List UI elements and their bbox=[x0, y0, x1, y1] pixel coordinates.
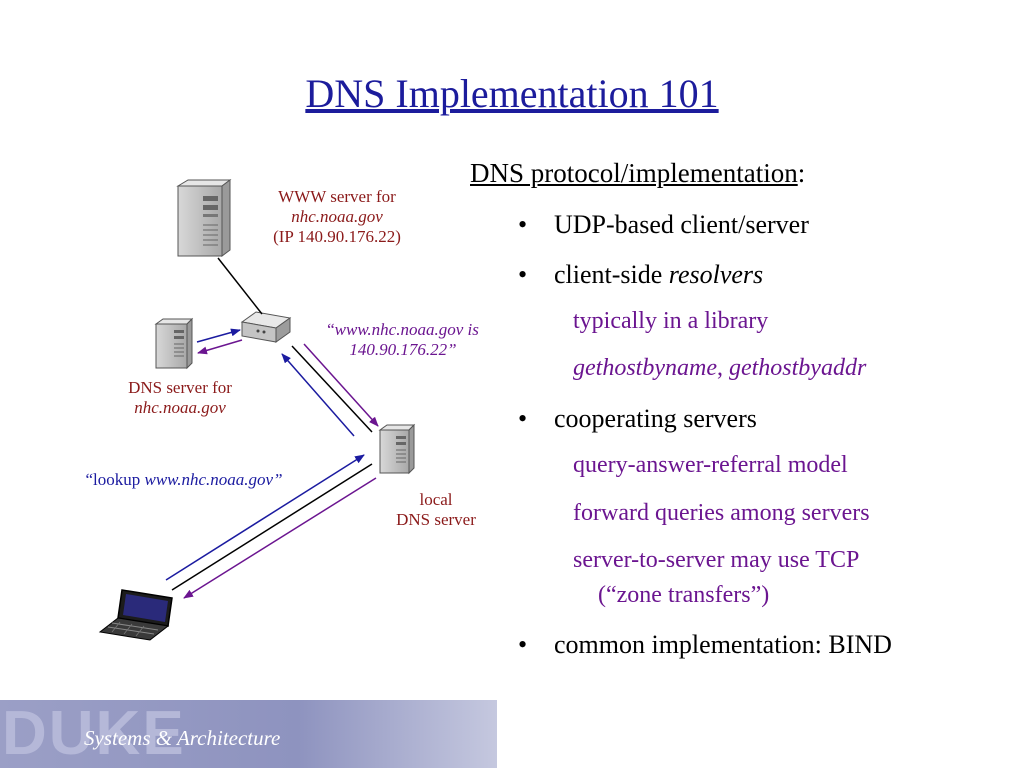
bullet-cooperating-text: cooperating servers bbox=[554, 404, 757, 433]
link-laptop-local bbox=[171, 463, 373, 591]
www-server-label-line3: (IP 140.90.176.22) bbox=[273, 227, 401, 246]
answer-label-line1: “www.nhc.noaa.gov is bbox=[297, 320, 509, 340]
footer-bar: DUKE Systems & Architecture bbox=[0, 700, 497, 768]
sub-functions: gethostbyname, gethostbyaddr bbox=[573, 355, 866, 382]
bullet-udp-text: UDP-based client/server bbox=[554, 210, 809, 239]
content-heading: DNS protocol/implementation: bbox=[470, 158, 805, 189]
bullet-resolvers-prefix: client-side bbox=[554, 260, 669, 289]
bullet-resolvers-em: resolvers bbox=[668, 260, 764, 289]
content-heading-colon: : bbox=[797, 158, 806, 188]
slide-title-text: DNS Implementation 101 bbox=[305, 71, 719, 116]
bullet-marker: • bbox=[518, 630, 528, 659]
www-server-label-line2: nhc.noaa.gov bbox=[291, 207, 383, 226]
bullet-marker: • bbox=[518, 210, 528, 239]
bullet-resolvers: • client-side resolvers bbox=[518, 260, 763, 290]
local-dns-label: local DNS server bbox=[380, 490, 492, 530]
www-server-label: WWW server for nhc.noaa.gov (IP 140.90.1… bbox=[262, 187, 412, 247]
sub-functions-sep: , bbox=[716, 355, 729, 381]
lookup-label-prefix: “lookup bbox=[85, 470, 145, 489]
www-server-icon bbox=[176, 179, 232, 257]
arrow-to-modem bbox=[196, 328, 241, 343]
answer-label-line2: 140.90.176.22” bbox=[349, 340, 457, 359]
link-modem-local bbox=[291, 345, 373, 433]
answer-label: “www.nhc.noaa.gov is 140.90.176.22” bbox=[297, 320, 509, 360]
local-dns-server-icon bbox=[378, 423, 416, 475]
lookup-label-domain: www.nhc.noaa.gov” bbox=[144, 470, 283, 489]
arrow-query-upstream bbox=[281, 353, 355, 437]
dns-server-label-line1: DNS server for bbox=[128, 378, 232, 397]
duke-logo: DUKE bbox=[2, 700, 186, 768]
dns-server-icon bbox=[154, 317, 194, 370]
modem-icon bbox=[240, 311, 292, 343]
bullet-marker: • bbox=[518, 260, 528, 289]
sub-functions-a: gethostbyname bbox=[573, 355, 717, 381]
bullet-bind: • common implementation: BIND bbox=[518, 630, 892, 660]
answer-open-quote: “ bbox=[327, 320, 335, 339]
arrow-lookup-answer bbox=[183, 477, 377, 599]
link-www-modem bbox=[217, 257, 263, 315]
local-dns-label-line2: DNS server bbox=[396, 510, 476, 529]
slide-title: DNS Implementation 101 bbox=[0, 70, 1024, 117]
answer-domain: www.nhc.noaa.gov is bbox=[334, 320, 479, 339]
dns-server-label-line2: nhc.noaa.gov bbox=[134, 398, 226, 417]
sub-query-model: query-answer-referral model bbox=[573, 452, 848, 478]
arrow-to-dns-server bbox=[197, 339, 243, 355]
sub-tcp: server-to-server may use TCP bbox=[573, 547, 860, 573]
bullet-udp: • UDP-based client/server bbox=[518, 210, 809, 240]
bullet-bind-text: common implementation: BIND bbox=[554, 630, 892, 659]
footer-text: Systems & Architecture bbox=[84, 726, 281, 750]
sub-forward-queries: forward queries among servers bbox=[573, 500, 870, 526]
www-server-label-line1: WWW server for bbox=[278, 187, 396, 206]
laptop-icon bbox=[98, 589, 173, 641]
lookup-label: “lookup www.nhc.noaa.gov” bbox=[46, 470, 322, 490]
sub-zone-transfers: (“zone transfers”) bbox=[598, 582, 770, 608]
arrow-answer-downstream bbox=[303, 343, 379, 427]
arrow-lookup-query bbox=[165, 454, 365, 581]
bullet-cooperating: • cooperating servers bbox=[518, 404, 757, 434]
bullet-marker: • bbox=[518, 404, 528, 433]
content-heading-text: DNS protocol/implementation bbox=[470, 158, 798, 188]
local-dns-label-line1: local bbox=[419, 490, 453, 509]
sub-functions-b: gethostbyaddr bbox=[728, 355, 867, 381]
dns-server-label: DNS server for nhc.noaa.gov bbox=[108, 378, 252, 418]
sub-library: typically in a library bbox=[573, 308, 769, 334]
